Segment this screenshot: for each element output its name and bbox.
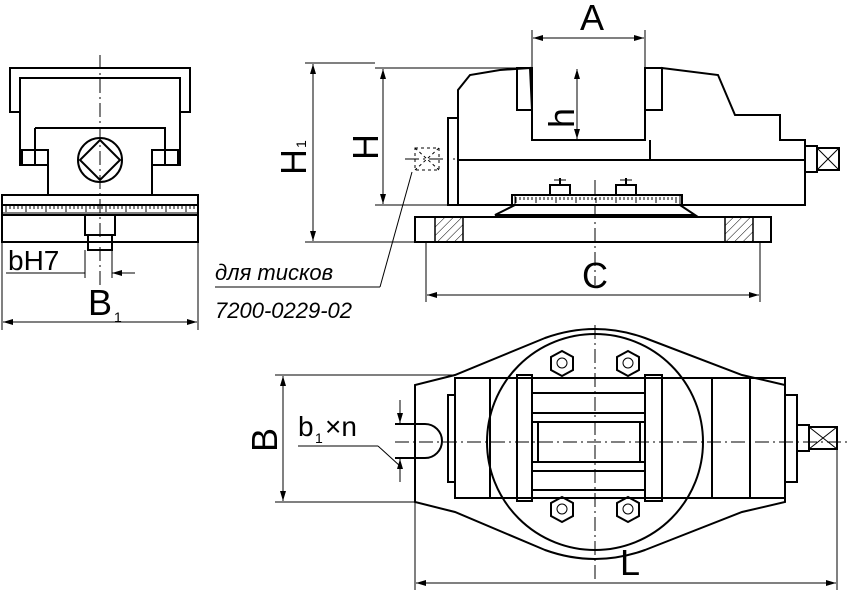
b1xn-label-rest: ×n: [325, 411, 357, 442]
L-label: L: [620, 542, 640, 583]
B1-label: B: [88, 282, 112, 323]
b1xn-subscript: 1: [315, 430, 323, 446]
scale-ticks: [5, 206, 195, 212]
H1-label: H: [273, 149, 314, 175]
H-label: H: [345, 134, 386, 160]
A-label: A: [580, 0, 604, 38]
scale-ticks-side: [515, 197, 677, 203]
H1-subscript: 1: [293, 140, 309, 148]
side-view: A h H H 1 C для тисков 7200-0229-02: [215, 0, 840, 323]
B-label: B: [244, 428, 285, 452]
B1-subscript: 1: [114, 309, 122, 325]
bolt-hex: [550, 349, 640, 524]
note-line1: для тисков: [215, 260, 333, 285]
bH7-label: bH7: [8, 245, 59, 276]
end-view: bH7 B 1: [1, 55, 199, 330]
note-line2: 7200-0229-02: [215, 298, 352, 323]
top-view: B b 1 ×n L: [244, 325, 850, 590]
C-label: C: [582, 255, 608, 296]
h-label: h: [541, 108, 582, 128]
b1xn-label-b: b: [298, 411, 314, 442]
